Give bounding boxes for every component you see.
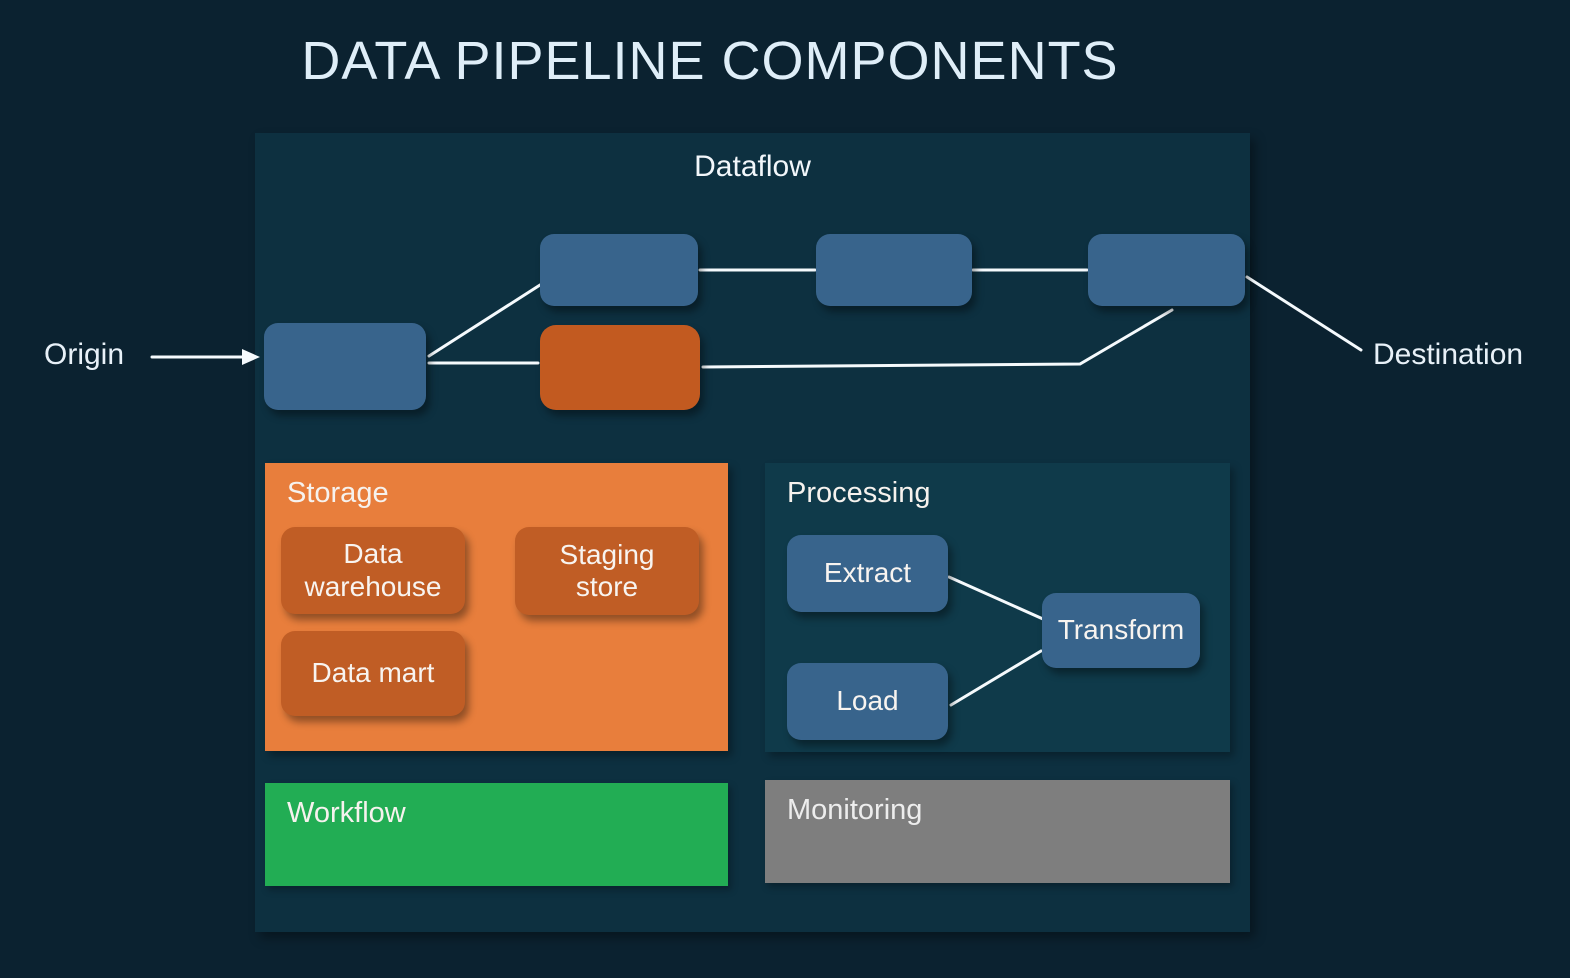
storage-node-staging-store: Staging store	[515, 527, 699, 615]
dataflow-panel-label: Dataflow	[694, 150, 811, 183]
flow-node-step-3	[1088, 234, 1245, 306]
flow-node-source	[264, 323, 426, 410]
processing-node-load: Load	[787, 663, 948, 740]
monitoring-panel-label: Monitoring	[787, 794, 923, 826]
processing-panel-label: Processing	[787, 477, 931, 509]
processing-node-transform: Transform	[1042, 593, 1200, 668]
destination-label: Destination	[1373, 338, 1524, 371]
flow-node-step-1	[540, 234, 698, 306]
storage-node-label: Data mart	[311, 657, 435, 689]
processing-node-extract: Extract	[787, 535, 948, 612]
origin-label: Origin	[44, 338, 125, 371]
flow-node-step-2	[816, 234, 972, 306]
storage-node-label: Staging store	[559, 538, 655, 602]
storage-node-data-warehouse: Data warehouse	[281, 527, 465, 614]
storage-node-label: Data warehouse	[304, 538, 442, 602]
workflow-panel: Workflow	[265, 783, 728, 886]
processing-node-label: Transform	[1057, 614, 1185, 646]
processing-node-label: Load	[836, 685, 899, 717]
connector-top3-to-destination	[1245, 275, 1363, 352]
storage-panel-label: Storage	[287, 477, 389, 509]
workflow-panel-label: Workflow	[287, 797, 406, 829]
flow-node-staging	[540, 325, 700, 410]
processing-node-label: Extract	[823, 557, 912, 589]
storage-node-data-mart: Data mart	[281, 631, 465, 716]
monitoring-panel: Monitoring	[765, 780, 1230, 883]
page-title: DATA PIPELINE COMPONENTS	[301, 31, 1119, 91]
origin-arrow	[150, 349, 260, 365]
